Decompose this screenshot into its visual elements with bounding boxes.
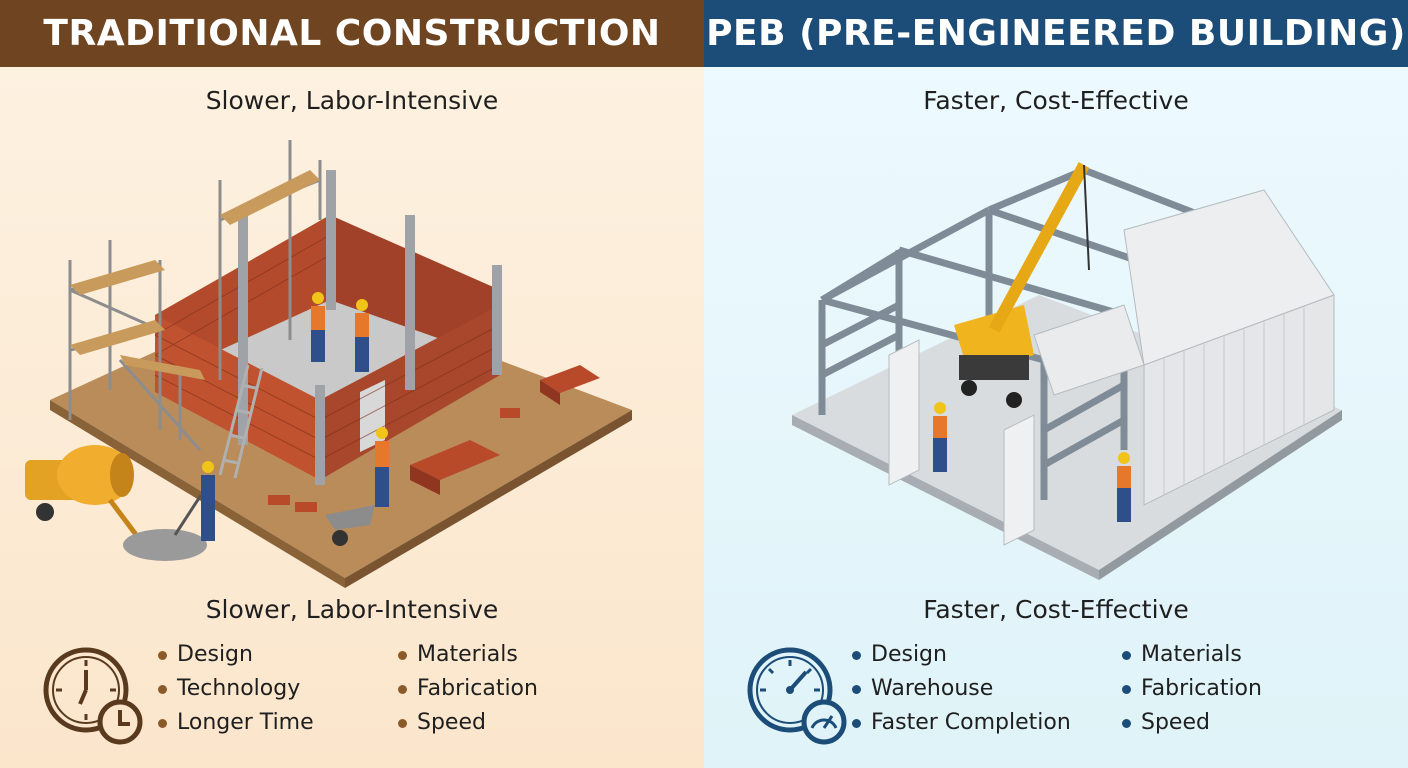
list-item: Materials <box>398 638 538 672</box>
ladder <box>218 364 264 479</box>
brick-stacks <box>268 365 600 512</box>
concrete-pile <box>123 529 207 561</box>
wall-panel-front <box>1003 414 1035 546</box>
construction-workers <box>173 292 389 541</box>
list-item: Longer Time <box>158 706 314 740</box>
bullet-dot-icon <box>852 718 861 728</box>
traditional-subtitle-top: Slower, Labor-Intensive <box>205 86 499 115</box>
peb-subtitle-top: Faster, Cost-Effective <box>923 86 1189 115</box>
traditional-banner: TRADITIONAL CONSTRUCTION <box>0 0 704 67</box>
list-item: Faster Completion <box>852 706 1071 740</box>
peb-bullets-col2: Materials Fabrication Speed <box>1122 638 1262 740</box>
speedometer-icon <box>747 647 847 745</box>
list-item: Warehouse <box>852 672 1071 706</box>
brick-mortar-lines <box>154 234 501 461</box>
wheelbarrow <box>325 505 375 546</box>
slab-edge-right <box>1099 410 1342 580</box>
peb-panel: PEB (PRE-ENGINEERED BUILDING) Faster, Co… <box>704 0 1408 768</box>
roof-panel <box>1123 189 1335 366</box>
bullet-dot-icon <box>398 684 407 694</box>
list-item: Design <box>158 638 314 672</box>
list-item: Speed <box>1122 706 1262 740</box>
steel-frame-illustration <box>792 162 1342 580</box>
traditional-bullets-col1: Design Technology Longer Time <box>158 638 314 740</box>
ground-slab-edge-right <box>345 410 632 588</box>
list-item: Design <box>852 638 1071 672</box>
mobile-crane <box>954 162 1090 408</box>
traditional-panel: TRADITIONAL CONSTRUCTION Slower, Labor-I… <box>0 0 704 768</box>
peb-banner: PEB (PRE-ENGINEERED BUILDING) <box>704 0 1408 67</box>
brick-construction-illustration <box>25 140 632 588</box>
bullet-dot-icon <box>398 650 407 660</box>
list-item: Fabrication <box>398 672 538 706</box>
panel-ribs <box>1163 306 1305 495</box>
traditional-subtitle-bottom: Slower, Labor-Intensive <box>205 595 499 624</box>
ground-slab-edge <box>50 400 345 588</box>
list-item: Materials <box>1122 638 1262 672</box>
traditional-bullets-col2: Materials Fabrication Speed <box>398 638 538 740</box>
cement-mixer <box>25 445 142 542</box>
slab-edge-left <box>792 415 1099 580</box>
bullet-dot-icon <box>158 718 167 728</box>
wall-panel-door <box>888 339 920 486</box>
construction-workers <box>933 402 1131 522</box>
bullet-dot-icon <box>158 650 167 660</box>
scaffold-planks <box>70 170 320 380</box>
concrete-columns <box>238 170 502 485</box>
list-item: Fabrication <box>1122 672 1262 706</box>
peb-bullets-col1: Design Warehouse Faster Completion <box>852 638 1071 740</box>
bullet-dot-icon <box>1122 684 1131 694</box>
bullet-dot-icon <box>158 684 167 694</box>
list-item: Speed <box>398 706 538 740</box>
bullet-dot-icon <box>1122 718 1131 728</box>
peb-subtitle-bottom: Faster, Cost-Effective <box>923 595 1189 624</box>
clock-icon <box>43 647 143 745</box>
bullet-dot-icon <box>1122 650 1131 660</box>
bullet-dot-icon <box>852 650 861 660</box>
bullet-dot-icon <box>852 684 861 694</box>
list-item: Technology <box>158 672 314 706</box>
bullet-dot-icon <box>398 718 407 728</box>
roof-panel-lifted <box>1033 304 1145 396</box>
